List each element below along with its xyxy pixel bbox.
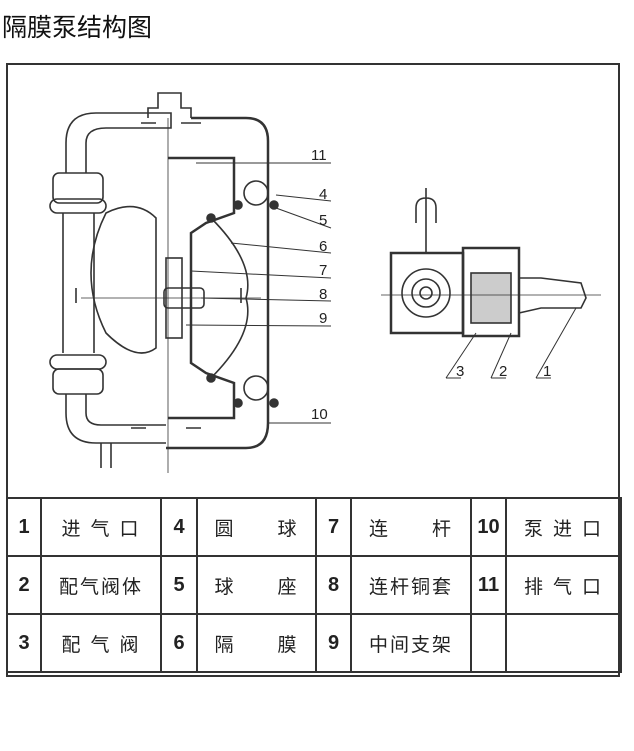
part-name: 配气阀体 [40,555,162,615]
callout-11: 11 [311,147,327,164]
part-number: 9 [315,613,352,673]
empty-cell [505,613,622,673]
pump-structure-diagram: 11 4 5 6 7 8 9 10 3 2 1 [49,92,601,473]
empty-cell [470,613,507,673]
part-number: 5 [160,555,198,615]
part-name: 隔 膜 [196,613,317,673]
callout-3: 3 [456,363,464,380]
callout-10: 10 [311,406,328,423]
callout-6: 6 [319,238,327,255]
callout-2: 2 [499,363,507,380]
part-number: 7 [315,497,352,557]
part-name: 连杆铜套 [350,555,472,615]
part-name: 圆 球 [196,497,317,557]
pump-callouts: 11 4 5 6 7 8 9 10 [311,147,328,423]
part-name: 配 气 阀 [40,613,162,673]
part-number: 2 [6,555,42,615]
part-number: 4 [160,497,198,557]
part-number: 10 [470,497,507,557]
callout-5: 5 [319,212,327,229]
part-name: 球 座 [196,555,317,615]
part-number: 11 [470,555,507,615]
diaphragm-pump-section [49,92,332,473]
part-number: 8 [315,555,352,615]
callout-8: 8 [319,286,327,303]
valve-callouts: 3 2 1 [456,363,551,380]
callout-1: 1 [543,363,551,380]
part-name: 泵 进 口 [505,497,622,557]
part-name: 排 气 口 [505,555,622,615]
part-name: 进 气 口 [40,497,162,557]
air-valve-section [381,188,601,379]
callout-7: 7 [319,262,327,279]
part-number: 3 [6,613,42,673]
part-number: 1 [6,497,42,557]
callout-4: 4 [319,186,327,203]
part-name: 中间支架 [350,613,472,673]
drawing-frame [6,63,620,677]
callout-9: 9 [319,310,327,327]
part-name: 连 杆 [350,497,472,557]
part-number: 6 [160,613,198,673]
page-title: 隔膜泵结构图 [2,13,153,42]
